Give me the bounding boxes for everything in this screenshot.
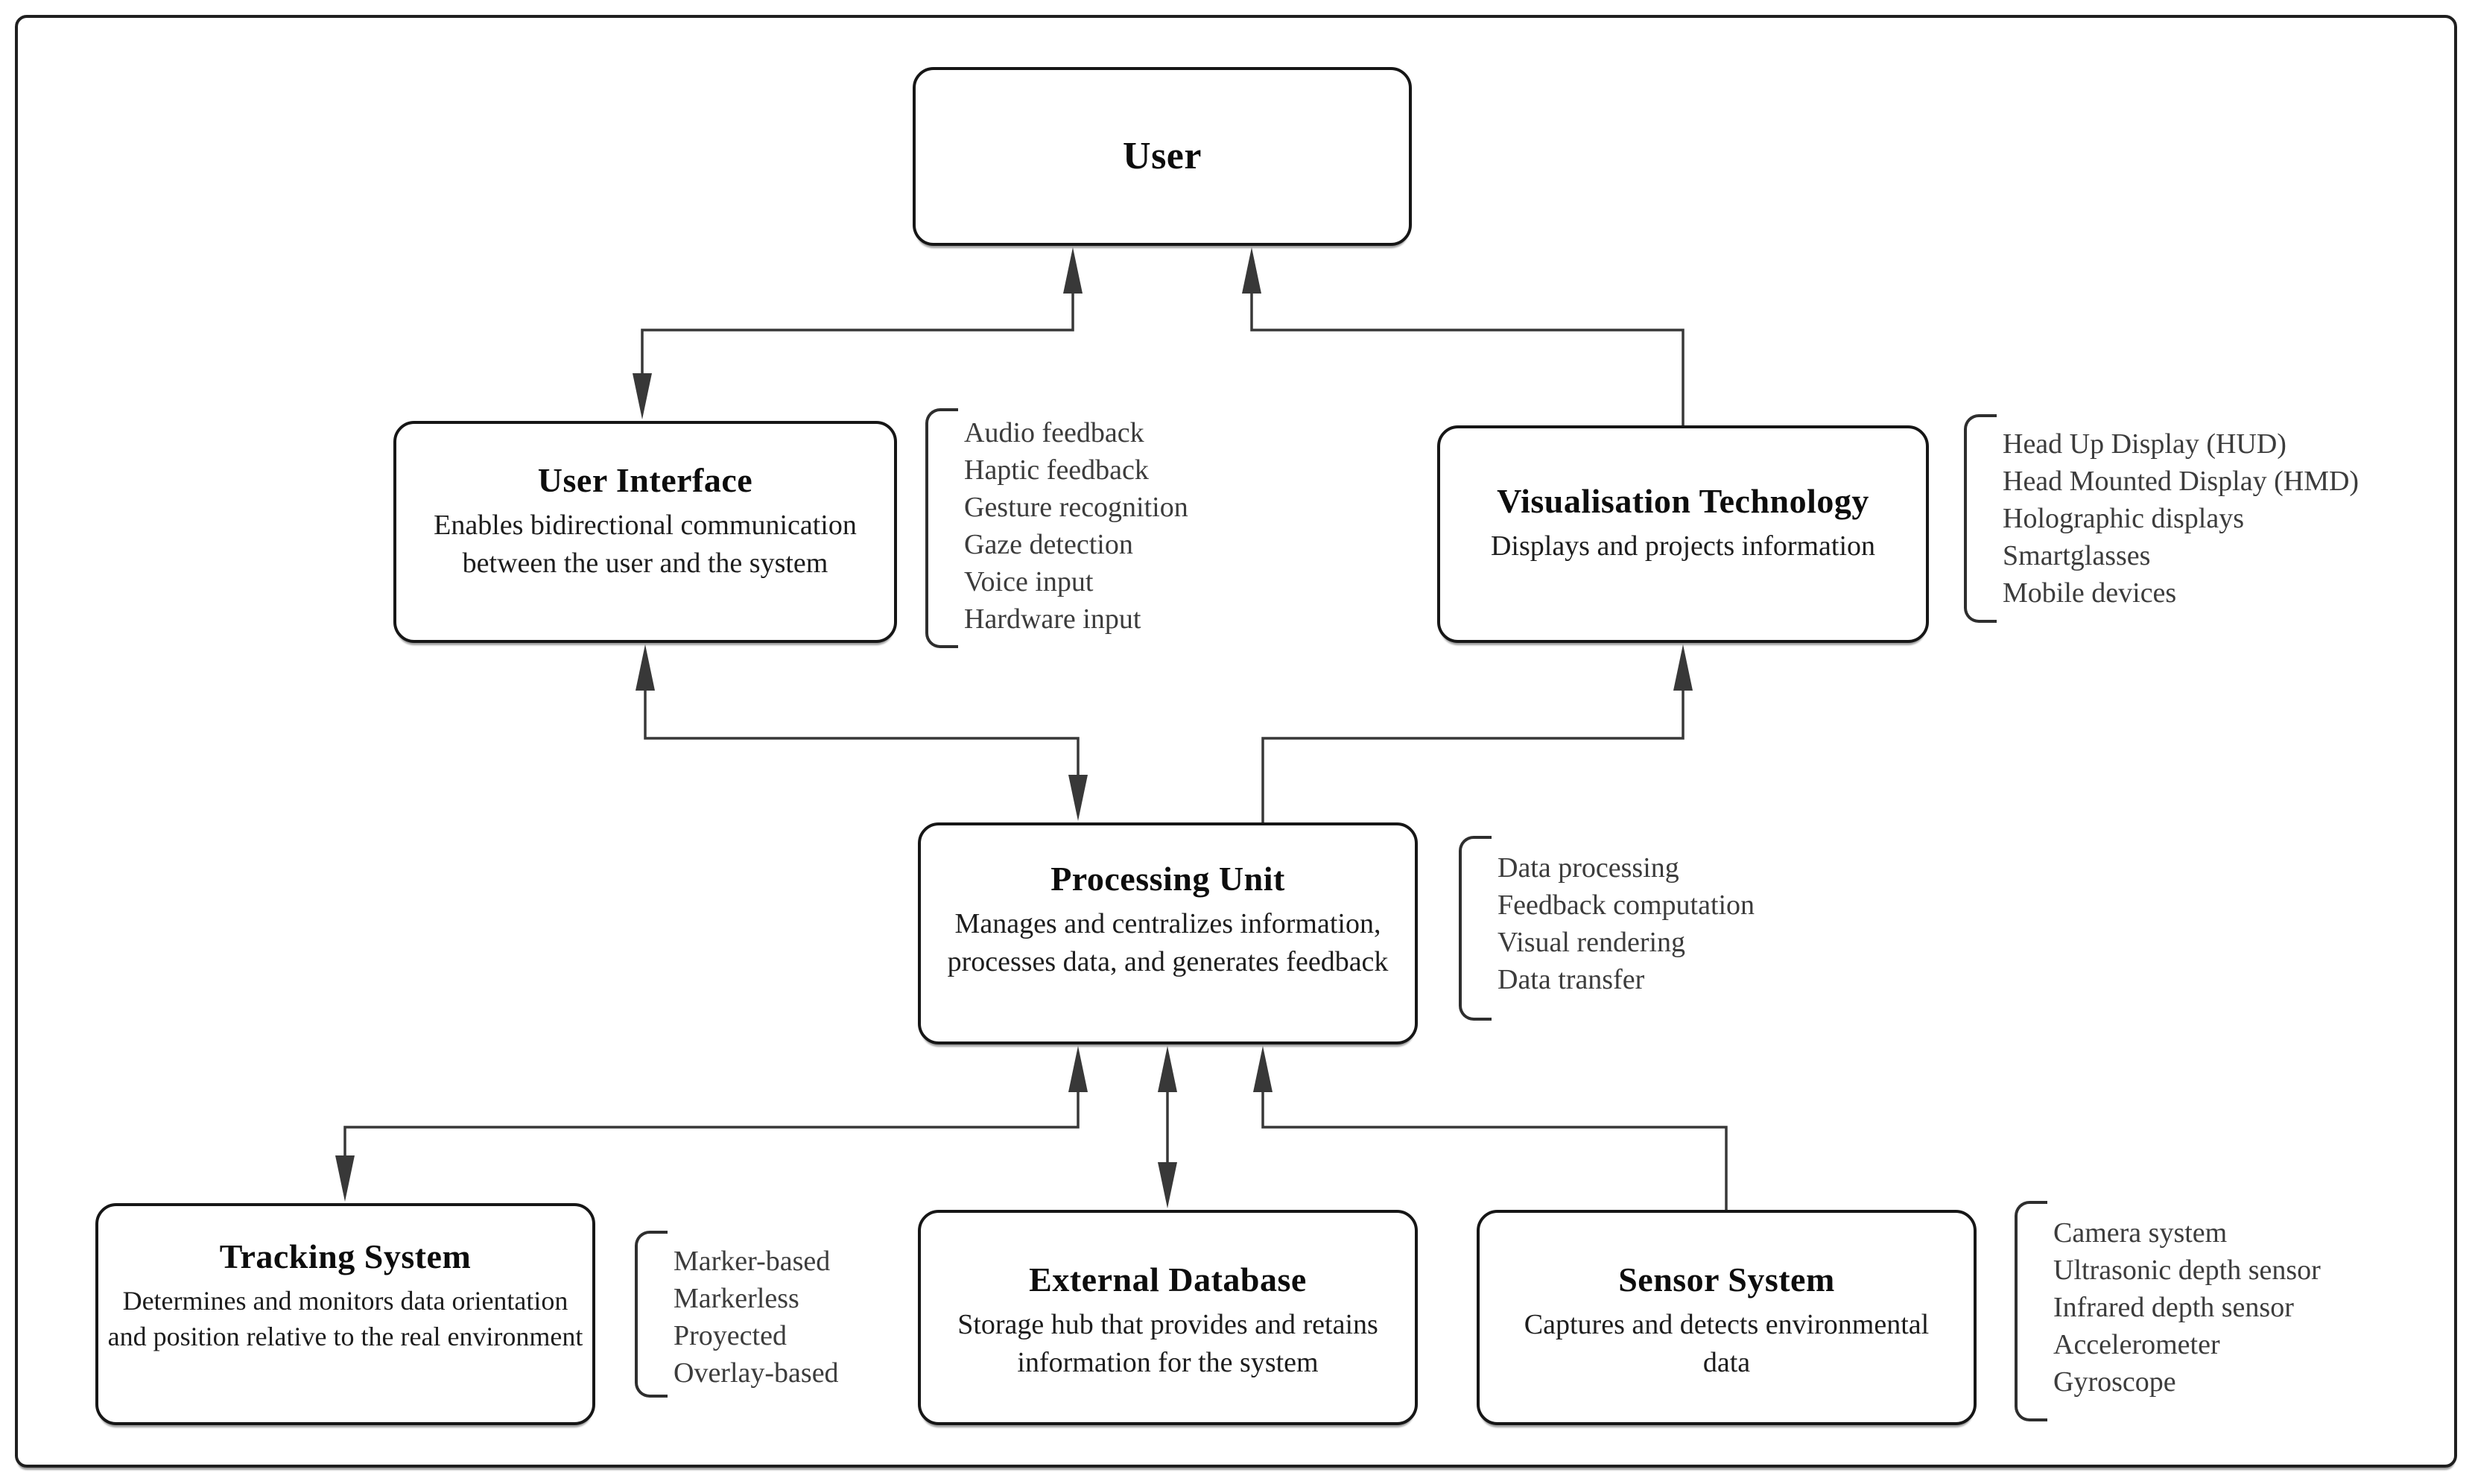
list-item: Data processing: [1498, 852, 1679, 884]
list-bracket: [635, 1231, 668, 1398]
list-item: Ultrasonic depth sensor: [2053, 1255, 2321, 1286]
arrowhead-up: [1242, 247, 1261, 294]
node-title: Sensor System: [1618, 1261, 1835, 1298]
node-subtitle: Displays and projects information: [1490, 530, 1876, 562]
list-bracket: [1459, 836, 1492, 1021]
list-item: Camera system: [2053, 1217, 2228, 1249]
node-visualisation-technology: Visualisation Technology Displays and pr…: [1437, 425, 1929, 643]
connector-user-interface-processing: [636, 644, 1088, 821]
node-tracking-system: Tracking System Determines and monitors …: [95, 1203, 595, 1425]
list-item: Feedback computation: [1498, 890, 1755, 921]
node-title: Tracking System: [219, 1237, 472, 1275]
list-item: Haptic feedback: [964, 454, 1149, 486]
list-bracket: [2015, 1201, 2047, 1421]
list-item: Gaze detection: [964, 529, 1133, 560]
node-title: User: [1123, 134, 1202, 177]
node-title: Processing Unit: [1050, 860, 1285, 898]
list-item: Markerless: [674, 1283, 799, 1314]
node-user-interface: User Interface Enables bidirectional com…: [393, 421, 897, 643]
node-title: Visualisation Technology: [1497, 482, 1869, 520]
sensor-item-list: Camera system Ultrasonic depth sensor In…: [2053, 1214, 2321, 1401]
node-title: User Interface: [537, 461, 753, 499]
list-item: Gyroscope: [2053, 1366, 2176, 1398]
visualisation-item-list: Head Up Display (HUD) Head Mounted Displ…: [2003, 425, 2359, 612]
processing-item-list: Data processing Feedback computation Vis…: [1498, 849, 1755, 998]
tracking-item-list: Marker-based Markerless Proyected Overla…: [674, 1243, 839, 1392]
list-item: Voice input: [964, 566, 1094, 597]
list-item: Overlay-based: [674, 1357, 839, 1389]
outer-frame: [15, 15, 2457, 1468]
connector-sensor-processing: [1253, 1046, 1728, 1210]
arrowhead-up: [636, 644, 655, 691]
list-item: Proyected: [674, 1320, 787, 1351]
list-item: Holographic displays: [2003, 503, 2245, 534]
node-subtitle: Manages and centralizes information, pro…: [947, 908, 1389, 978]
node-subtitle: Storage hub that provides and retains in…: [957, 1309, 1378, 1379]
connector-database-processing: [1158, 1046, 1177, 1208]
list-item: Audio feedback: [964, 417, 1144, 448]
arrowhead-up: [1158, 1046, 1177, 1092]
node-subtitle: Determines and monitors data orientation…: [107, 1286, 583, 1352]
connector-visualisation-user: [1242, 247, 1685, 425]
list-item: Data transfer: [1498, 964, 1645, 995]
list-item: Marker-based: [674, 1246, 831, 1277]
connector-processing-visualisation: [1261, 644, 1693, 822]
arrowhead-down: [633, 373, 652, 419]
connector-tracking-processing: [335, 1046, 1088, 1202]
arrowhead-down: [1068, 775, 1088, 821]
list-item: Visual rendering: [1498, 927, 1686, 958]
list-item: Accelerometer: [2053, 1329, 2220, 1360]
list-item: Head Up Display (HUD): [2003, 428, 2286, 460]
list-item: Mobile devices: [2003, 577, 2177, 609]
connector-user-interface-user: [633, 247, 1083, 419]
list-item: Smartglasses: [2003, 540, 2151, 571]
node-external-database: External Database Storage hub that provi…: [918, 1210, 1418, 1425]
node-sensor-system: Sensor System Captures and detects envir…: [1477, 1210, 1977, 1425]
node-subtitle: Captures and detects environmental data: [1524, 1309, 1930, 1379]
user-interface-item-list: Audio feedback Haptic feedback Gesture r…: [964, 414, 1188, 638]
list-bracket: [1964, 414, 1997, 623]
list-item: Infrared depth sensor: [2053, 1292, 2294, 1323]
list-item: Gesture recognition: [964, 492, 1188, 523]
arrowhead-up: [1063, 247, 1083, 294]
node-subtitle: Enables bidirectional communication betw…: [434, 510, 857, 580]
list-bracket: [925, 408, 958, 648]
node-user: User: [913, 67, 1412, 246]
list-item: Hardware input: [964, 603, 1141, 635]
arrowhead-down: [1158, 1162, 1177, 1208]
node-title: External Database: [1029, 1261, 1307, 1298]
node-processing-unit: Processing Unit Manages and centralizes …: [918, 822, 1418, 1044]
arrowhead-up: [1068, 1046, 1088, 1092]
list-item: Head Mounted Display (HMD): [2003, 466, 2360, 497]
arrowhead-up: [1673, 644, 1693, 691]
arrowhead-down: [335, 1155, 355, 1202]
arrowhead-up: [1253, 1046, 1273, 1092]
